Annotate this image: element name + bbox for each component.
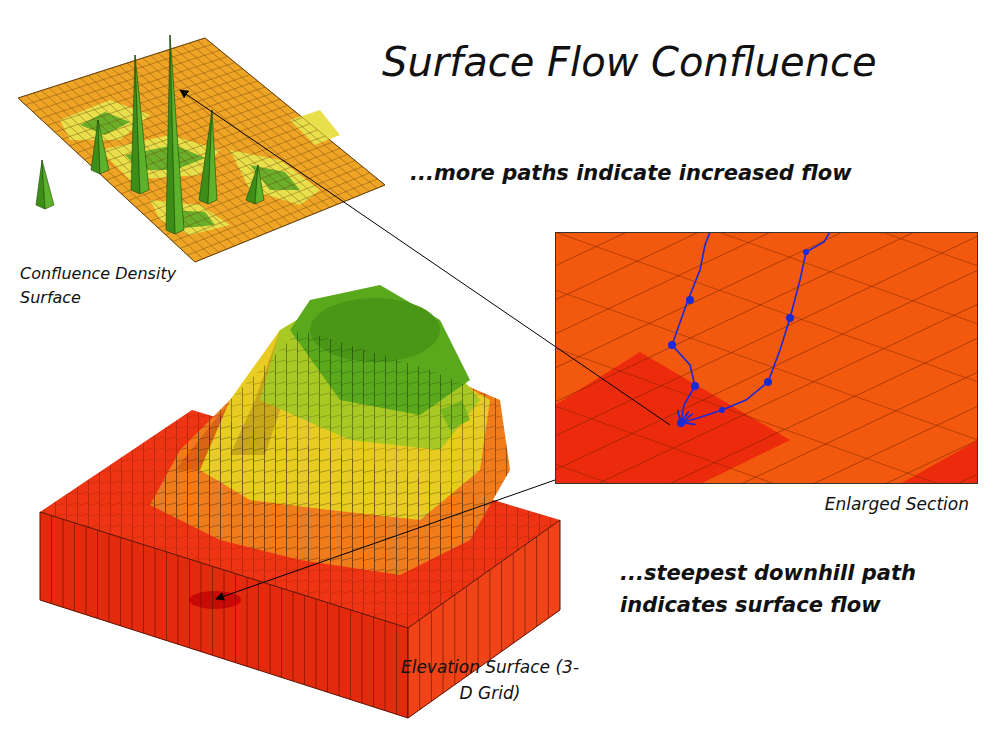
grid-line	[166, 161, 356, 235]
grid-line	[201, 563, 202, 652]
grid-line	[136, 136, 325, 207]
grid-line	[127, 63, 306, 217]
cube-edge	[555, 464, 978, 484]
cube-edge	[555, 290, 978, 440]
grid-line	[132, 541, 133, 630]
grid-line	[120, 537, 121, 625]
grid-line	[158, 53, 337, 204]
grid-line	[362, 614, 363, 704]
spike	[98, 120, 109, 174]
grid-line	[173, 167, 363, 242]
grid-line	[197, 41, 377, 189]
grid-line	[524, 545, 525, 635]
leader-arrow	[216, 480, 555, 599]
grid-line	[224, 570, 225, 659]
grid-line	[195, 185, 385, 262]
cube-edge	[555, 232, 978, 382]
grid-line	[501, 562, 502, 652]
grid-line	[143, 545, 144, 634]
grid-line	[158, 154, 347, 227]
grid-line	[205, 38, 385, 185]
grid-line	[235, 574, 236, 663]
grid-line	[478, 578, 479, 668]
spike	[208, 110, 217, 204]
grid-line	[212, 566, 213, 655]
cube-edge	[555, 232, 978, 402]
grid-line	[258, 581, 259, 670]
grid-line	[178, 556, 179, 645]
grid-line	[513, 553, 514, 643]
cube-edge	[555, 440, 978, 484]
grid-line	[339, 606, 340, 696]
grid-line	[373, 617, 374, 707]
grid-line	[74, 523, 75, 611]
cube-edge	[555, 232, 978, 324]
grid-line	[536, 537, 537, 627]
grid-line	[327, 603, 328, 693]
enlarged-section-art	[555, 232, 978, 484]
surface-label: Confluence Density Surface	[20, 262, 185, 310]
grid-line	[135, 61, 314, 214]
cube-edge	[555, 236, 978, 436]
note: ...steepest downhill path indicates surf…	[620, 558, 960, 621]
spike	[170, 35, 184, 234]
grid-line	[63, 519, 64, 607]
grid-line	[431, 611, 432, 701]
cube-edge	[555, 304, 978, 484]
note: ...more paths indicate increased flow	[410, 160, 910, 187]
grid-line	[97, 530, 98, 618]
elevation-block	[40, 285, 560, 718]
cube-edge	[555, 406, 978, 484]
grid-line	[109, 534, 110, 622]
grid-line	[51, 516, 52, 604]
spike	[135, 55, 149, 194]
enlarged-section-box: Enlarged Section	[555, 232, 978, 484]
cube-edge	[555, 348, 978, 484]
grid-line	[396, 624, 397, 714]
grid-line	[443, 603, 444, 693]
grid-line	[189, 559, 190, 648]
surface-label: Elevation Surface (3-D Grid)	[395, 655, 585, 706]
grid-line	[281, 588, 282, 677]
cube-edge	[555, 232, 978, 334]
grid-line	[350, 610, 351, 700]
grid-line	[155, 548, 156, 637]
grid-line	[166, 552, 167, 641]
grid-line	[385, 621, 386, 711]
grid-line	[293, 592, 294, 681]
spike	[255, 165, 264, 204]
grid-line	[189, 43, 369, 191]
grid-line	[316, 599, 317, 689]
cube-edge	[555, 372, 978, 484]
density-surface	[18, 35, 385, 262]
section-caption: Enlarged Section	[825, 493, 969, 515]
grid-line	[548, 528, 549, 618]
grid-line	[304, 595, 305, 684]
grid-line	[270, 585, 271, 674]
grid-line	[174, 48, 354, 198]
grid-line	[489, 570, 490, 660]
diagram-title: Surface Flow Confluence	[382, 36, 962, 88]
grid-line	[86, 527, 87, 615]
spike	[42, 160, 54, 209]
leader-arrow	[180, 90, 670, 425]
grid-line	[247, 577, 248, 666]
grid-line	[119, 66, 298, 221]
